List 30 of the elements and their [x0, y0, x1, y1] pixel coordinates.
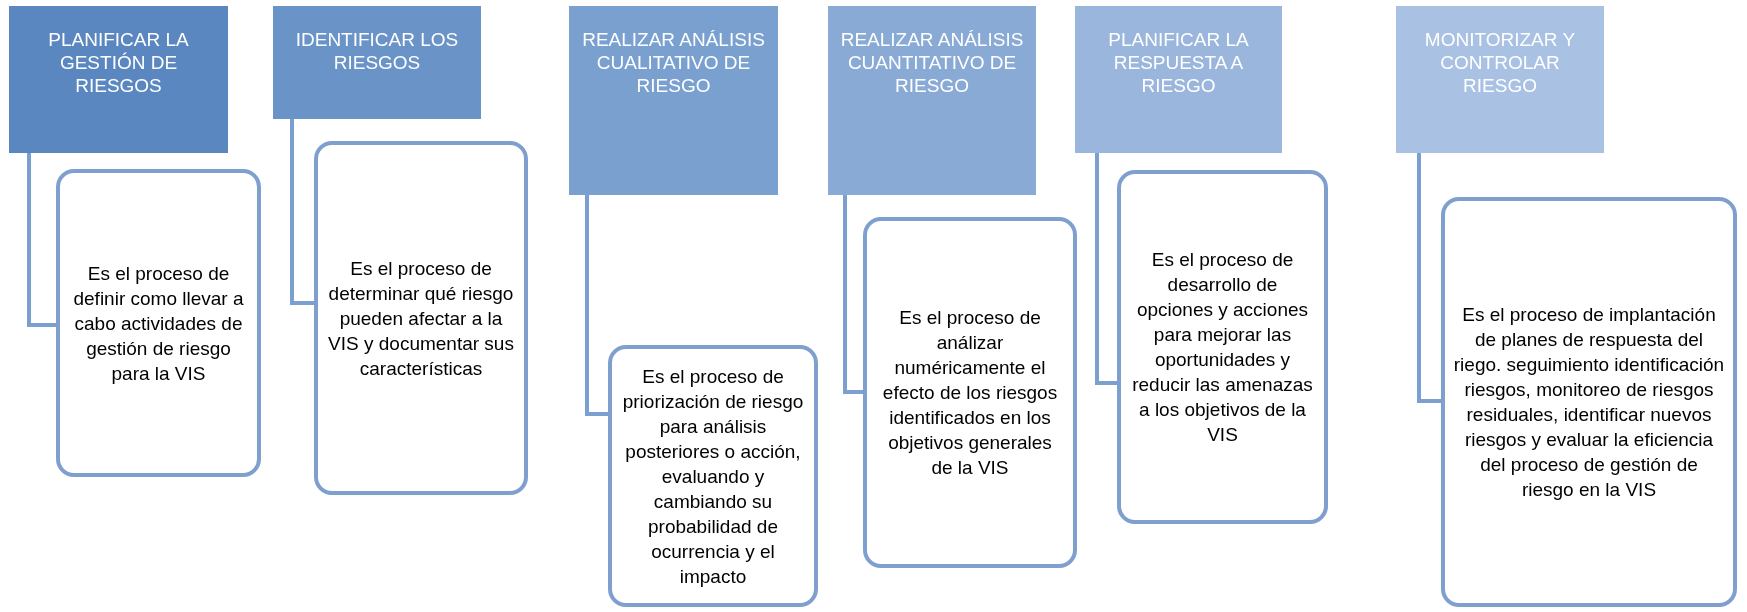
process-header-box: [9, 6, 228, 153]
process-description: Es el proceso de priorización de riesgo para análisis posteriores o acción, evaluando y cambiando su probabilidad de ocurrencia y el impacto: [621, 364, 805, 589]
process-header-box: [273, 6, 481, 119]
process-header-box: [1075, 6, 1282, 153]
description-box: [56, 169, 261, 477]
process-header-box: [828, 6, 1036, 195]
process-header-box: [569, 6, 778, 195]
process-description: Es el proceso de determinar qué riesgo pueden afectar a la VIS y documentar sus características: [327, 256, 515, 381]
process-title: PLANIFICAR LA RESPUESTA A RIESGO: [1107, 28, 1250, 97]
process-title: REALIZAR ANÁLISIS CUANTITATIVO DE RIESGO: [839, 28, 1025, 97]
description-box: [314, 141, 528, 495]
process-description: Es el proceso de definir como llevar a cabo actividades de gestión de riesgo para la VIS: [72, 261, 245, 386]
description-box: [1117, 170, 1328, 524]
connector-line: [585, 195, 610, 416]
description-box: [863, 217, 1077, 568]
process-title: MONITORIZAR Y CONTROLAR RIESGO: [1423, 28, 1577, 97]
connector-line: [1417, 153, 1443, 403]
description-box: [1441, 197, 1737, 607]
connector-line: [843, 195, 865, 394]
connector-line: [1095, 153, 1119, 385]
process-header-box: [1396, 6, 1604, 153]
process-title: REALIZAR ANÁLISIS CUALITATIVO DE RIESGO: [581, 28, 766, 97]
process-description: Es el proceso de implantación de planes de respuesta del riego. seguimiento identificación riesgos, monitoreo de riesgos residuales, identificar nuevos riesgos y evaluar la eficiencia del proceso de gestión de riesgo en la VIS: [1453, 303, 1725, 502]
process-title: PLANIFICAR LA GESTIÓN DE RIESGOS: [47, 28, 190, 97]
connector-line: [290, 119, 316, 305]
process-description: Es el proceso de desarrollo de opciones y acciones para mejorar las oportunidades y reducir las amenazas a los objetivos de la VIS: [1131, 248, 1314, 447]
process-title: IDENTIFICAR LOS RIESGOS: [294, 28, 460, 74]
description-box: [608, 345, 818, 607]
connector-line: [27, 153, 58, 327]
process-description: Es el proceso de análizar numéricamente el efecto de los riesgos identificados en los objetivos generales de la VIS: [881, 306, 1059, 480]
